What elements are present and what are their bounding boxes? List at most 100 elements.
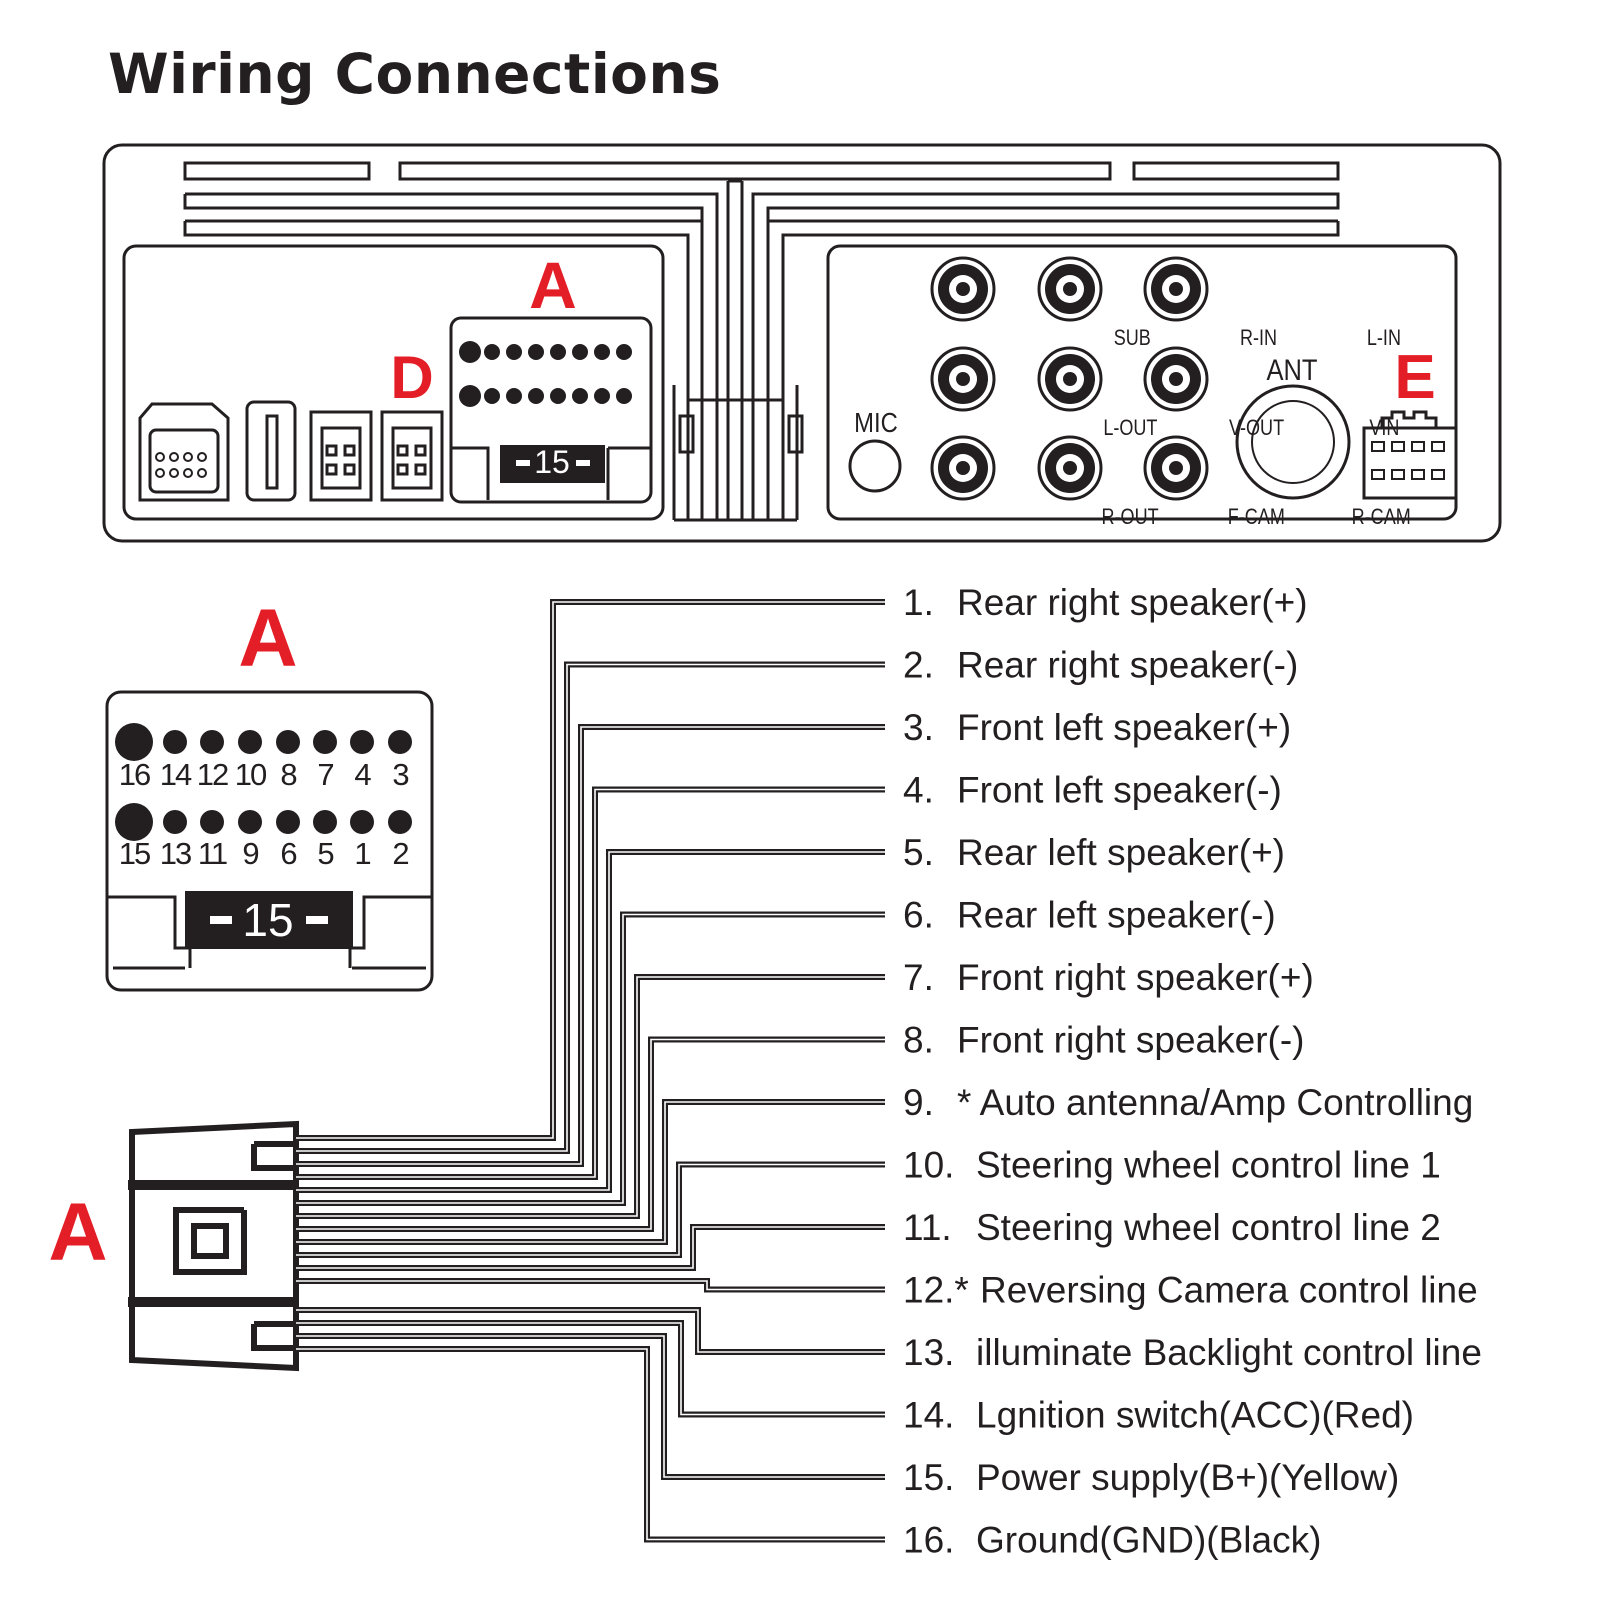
wire bbox=[296, 1307, 885, 1355]
wire-description: Front left speaker(+) bbox=[957, 707, 1291, 748]
pin-dot bbox=[572, 344, 588, 360]
ant-label: ANT bbox=[1267, 353, 1318, 386]
pin-dot bbox=[388, 810, 412, 834]
pin-number: 4 bbox=[354, 757, 371, 792]
antenna-socket bbox=[1235, 384, 1351, 500]
pin-dot bbox=[484, 344, 500, 360]
pin-dot bbox=[616, 388, 632, 404]
wire bbox=[296, 1333, 885, 1480]
mic-label: MIC bbox=[854, 406, 898, 438]
wire-row: 11.Steering wheel control line 2 bbox=[296, 1207, 1441, 1271]
wire bbox=[296, 599, 885, 1141]
wire bbox=[296, 1278, 885, 1293]
jack-label: R-IN bbox=[1240, 326, 1277, 350]
wire-number: 5. bbox=[903, 832, 934, 873]
pin-dot bbox=[594, 344, 610, 360]
wire-number: 13. bbox=[903, 1332, 954, 1373]
bracket-slot bbox=[787, 414, 804, 454]
label-a-detail: A bbox=[238, 593, 297, 684]
wire-row: 16.Ground(GND)(Black) bbox=[296, 1346, 1321, 1561]
wire-row: 3.Front left speaker(+) bbox=[296, 707, 1291, 1167]
av-jack-panel bbox=[826, 244, 1458, 521]
wire-number: 4. bbox=[903, 770, 934, 811]
head-unit-back-panel bbox=[102, 143, 1502, 543]
pin-dot bbox=[459, 385, 481, 407]
wire-description: Steering wheel control line 1 bbox=[976, 1145, 1441, 1186]
pin-dot bbox=[350, 730, 374, 754]
pin-dot bbox=[163, 810, 187, 834]
pin-dot bbox=[163, 730, 187, 754]
wire-row: 5. Rear left speaker(+) bbox=[296, 832, 1285, 1193]
pin-dot bbox=[528, 344, 544, 360]
wire-number: 11. bbox=[903, 1207, 952, 1248]
pin-dot bbox=[115, 803, 153, 841]
wire-number: 8. bbox=[903, 1020, 934, 1061]
wire-description: Ground(GND)(Black) bbox=[976, 1520, 1321, 1561]
wire bbox=[296, 786, 885, 1180]
wire-description: Front left speaker(-) bbox=[957, 770, 1282, 811]
pin-dot bbox=[238, 810, 262, 834]
pin-dot bbox=[276, 810, 300, 834]
wire-number: 1. bbox=[903, 582, 934, 623]
left-connector-panel bbox=[122, 244, 665, 521]
wire-description: Reversing Camera control line bbox=[980, 1270, 1478, 1311]
mic-jack bbox=[848, 439, 902, 493]
rca-jack: F-CAM bbox=[1037, 435, 1285, 529]
wire-row: 4. Front left speaker(-) bbox=[296, 770, 1282, 1180]
connector-a-detail-tag-text: 15 bbox=[242, 894, 293, 946]
wire-number: 12.* bbox=[903, 1270, 969, 1311]
bracket-slot bbox=[678, 414, 695, 454]
harness-plug-body bbox=[129, 1120, 299, 1372]
wire-number: 9. bbox=[903, 1082, 934, 1123]
pin-number: 15 bbox=[119, 836, 150, 871]
wire bbox=[296, 1099, 885, 1245]
pin-number: 16 bbox=[119, 757, 150, 792]
wire-description: Front right speaker(+) bbox=[957, 957, 1314, 998]
pin-dot bbox=[200, 810, 224, 834]
pin-number: 14 bbox=[160, 757, 192, 792]
wire bbox=[296, 1224, 885, 1271]
pin-number: 10 bbox=[235, 757, 267, 792]
pin-dot bbox=[506, 388, 522, 404]
pin-number: 5 bbox=[317, 836, 333, 871]
pin-dot bbox=[572, 388, 588, 404]
bracket-feet bbox=[672, 385, 799, 522]
connector-a-pin-dots bbox=[459, 341, 632, 407]
wire-description: * Auto antenna/Amp Controlling bbox=[957, 1082, 1473, 1123]
wire-number: 15. bbox=[903, 1457, 954, 1498]
jack-label: L-OUT bbox=[1103, 416, 1157, 440]
wire-description: Rear left speaker(+) bbox=[957, 832, 1285, 873]
connector-a-detail-housing bbox=[105, 690, 434, 992]
pin-number: 13 bbox=[160, 836, 191, 871]
pin-dot bbox=[388, 730, 412, 754]
wire-description: Rear right speaker(-) bbox=[957, 645, 1298, 686]
rca-jack: R-IN bbox=[1037, 256, 1277, 350]
wire bbox=[296, 724, 885, 1167]
vent-slot bbox=[183, 161, 371, 181]
pin-dot bbox=[200, 730, 224, 754]
rca-jack: R-OUT bbox=[930, 435, 1159, 529]
wire-row: 8.Front right speaker(-) bbox=[296, 1020, 1305, 1232]
wire bbox=[296, 661, 885, 1154]
pin-number: 6 bbox=[280, 836, 296, 871]
connector-d bbox=[380, 410, 444, 502]
wire-description: Lgnition switch(ACC)(Red) bbox=[976, 1395, 1414, 1436]
usb-port bbox=[245, 400, 297, 502]
pin-number: 1 bbox=[354, 836, 370, 871]
bracket-lines bbox=[183, 179, 1340, 520]
harness-plug-latch bbox=[173, 1207, 247, 1275]
pin-dot bbox=[550, 388, 566, 404]
pin-dot bbox=[484, 388, 500, 404]
rca-jack: V-OUT bbox=[1037, 346, 1284, 440]
wire-bundle: 1.Rear right speaker(+)2.Rear right spea… bbox=[296, 582, 1482, 1561]
pin-dot bbox=[594, 388, 610, 404]
pin-number: 9 bbox=[242, 836, 258, 871]
vent-slot bbox=[1132, 161, 1340, 181]
jack-label: F-CAM bbox=[1228, 505, 1285, 529]
label-e: E bbox=[1394, 343, 1435, 412]
jack-label: V-OUT bbox=[1229, 416, 1284, 440]
pin-dot bbox=[276, 730, 300, 754]
